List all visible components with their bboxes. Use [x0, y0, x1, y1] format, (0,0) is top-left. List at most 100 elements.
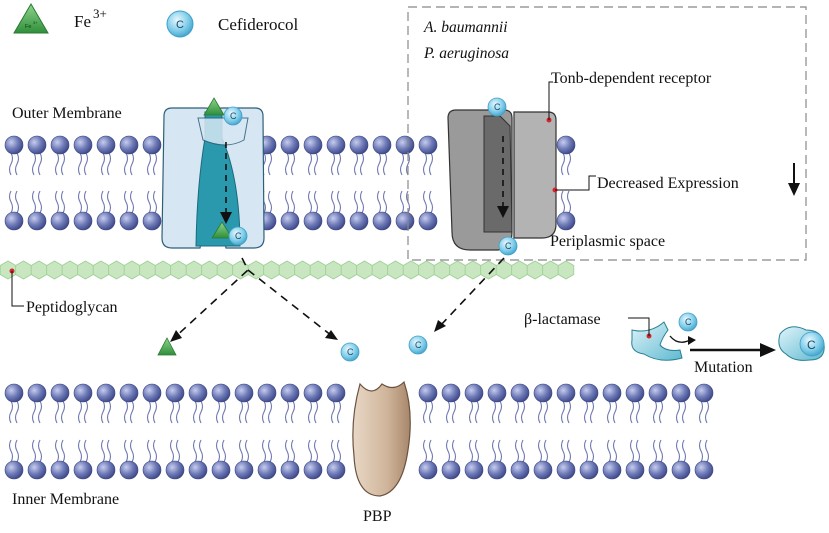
lipid-tail: [330, 400, 336, 424]
lipid-tail: [635, 439, 641, 463]
lipid-pair: [211, 383, 231, 480]
lipid-tail: [192, 439, 198, 463]
lipid-pair: [372, 135, 392, 231]
lipid-tail: [123, 439, 129, 463]
lipid-pair: [441, 383, 461, 480]
peptidoglycan-unit: [185, 260, 203, 280]
peptidoglycan-unit: [77, 260, 94, 280]
lipid-tail: [560, 190, 566, 214]
lipid-tail: [629, 400, 635, 424]
lipid-head: [303, 211, 323, 231]
beta-lactamase-label: β-lactamase: [524, 311, 601, 328]
lipid-head: [487, 383, 507, 403]
lipid-head: [625, 460, 645, 480]
lipid-tail: [284, 439, 290, 463]
lipid-tail: [422, 152, 428, 176]
cefiderocol-on-transporter-bottom: C: [228, 226, 248, 246]
lipid-pair: [188, 383, 208, 480]
lipid-tail: [267, 439, 273, 463]
expression-callout-line: [555, 175, 596, 191]
lipid-pair: [648, 383, 668, 480]
peptidoglycan-unit: [263, 260, 280, 280]
lipid-head: [188, 383, 208, 403]
lipid-tail: [330, 190, 336, 214]
lipid-tail: [497, 400, 503, 424]
lipid-tail: [353, 190, 359, 214]
peptidoglycan-unit: [418, 260, 435, 280]
lipid-tail: [520, 439, 526, 463]
lipid-head: [349, 211, 369, 231]
lipid-tail: [77, 152, 83, 176]
lipid-tail: [307, 439, 313, 463]
lipid-tail: [152, 190, 158, 214]
lipid-head: [395, 135, 415, 155]
lipid-tail: [704, 400, 710, 424]
lipid-head: [142, 383, 162, 403]
lipid-tail: [129, 190, 135, 214]
lipid-pair: [4, 383, 24, 480]
lipid-tail: [336, 439, 342, 463]
lipid-tail: [330, 439, 336, 463]
lipid-head: [142, 211, 162, 231]
lipid-tail: [359, 190, 365, 214]
lipid-tail: [175, 439, 181, 463]
lipid-head: [165, 383, 185, 403]
lipid-head: [142, 135, 162, 155]
lipid-head: [27, 211, 47, 231]
pbp-protein: [352, 380, 411, 497]
lipid-head: [303, 135, 323, 155]
peptidoglycan-unit: [61, 260, 79, 280]
lipid-tail: [606, 400, 612, 424]
peptidoglycan-label: Peptidoglycan: [26, 299, 118, 316]
lipid-tail: [238, 400, 244, 424]
peptidoglycan-unit: [464, 260, 482, 280]
lipid-pair: [50, 383, 70, 480]
lipid-head: [165, 460, 185, 480]
siderophore-transporter: [161, 107, 265, 249]
cefiderocol-icon-text: C: [176, 19, 184, 31]
lactamase-callout-line: [628, 317, 650, 336]
lipid-tail: [652, 439, 658, 463]
lipid-tail: [382, 152, 388, 176]
peptidoglycan-unit: [15, 260, 32, 280]
lipid-tail: [537, 439, 543, 463]
lipid-pair: [142, 135, 162, 231]
peptidoglycan-unit: [402, 260, 420, 280]
lipid-head: [303, 460, 323, 480]
lipid-head: [464, 460, 484, 480]
lipid-tail: [37, 439, 43, 463]
lipid-pair: [487, 383, 507, 480]
lipid-pair: [50, 135, 70, 231]
lipid-head: [73, 383, 93, 403]
lipid-pair: [165, 383, 185, 480]
lipid-tail: [675, 439, 681, 463]
lipid-tail: [54, 152, 60, 176]
lipid-tail: [192, 400, 198, 424]
lipid-tail: [14, 152, 20, 176]
lipid-head: [395, 211, 415, 231]
cefiderocol-at-receptor-bottom: C: [498, 236, 518, 256]
lipid-tail: [566, 190, 572, 214]
lipid-tail: [474, 400, 480, 424]
lipid-tail: [146, 190, 152, 214]
lipid-tail: [336, 190, 342, 214]
lactamase-binding-arrow-head: [688, 336, 696, 345]
lipid-head: [487, 460, 507, 480]
iron-release-arrow-head: [170, 330, 182, 342]
receptor-arrow-head: [497, 206, 509, 218]
iron-release-path: [171, 257, 249, 341]
tonb-dependent-receptor: [447, 109, 557, 251]
lipid-pair: [349, 135, 369, 231]
lipid-head: [234, 460, 254, 480]
lipid-head: [372, 211, 392, 231]
lipid-tail: [284, 400, 290, 424]
lipid-pair: [4, 135, 24, 231]
peptidoglycan-unit: [201, 260, 218, 280]
lipid-tail: [589, 400, 595, 424]
legend: Fe 3+ Fe 3+ C Cefiderocol: [13, 3, 299, 38]
lipid-tail: [330, 152, 336, 176]
lipid-tail: [267, 400, 273, 424]
lipid-tail: [169, 400, 175, 424]
lipid-tail: [428, 400, 434, 424]
lipid-tail: [60, 152, 66, 176]
